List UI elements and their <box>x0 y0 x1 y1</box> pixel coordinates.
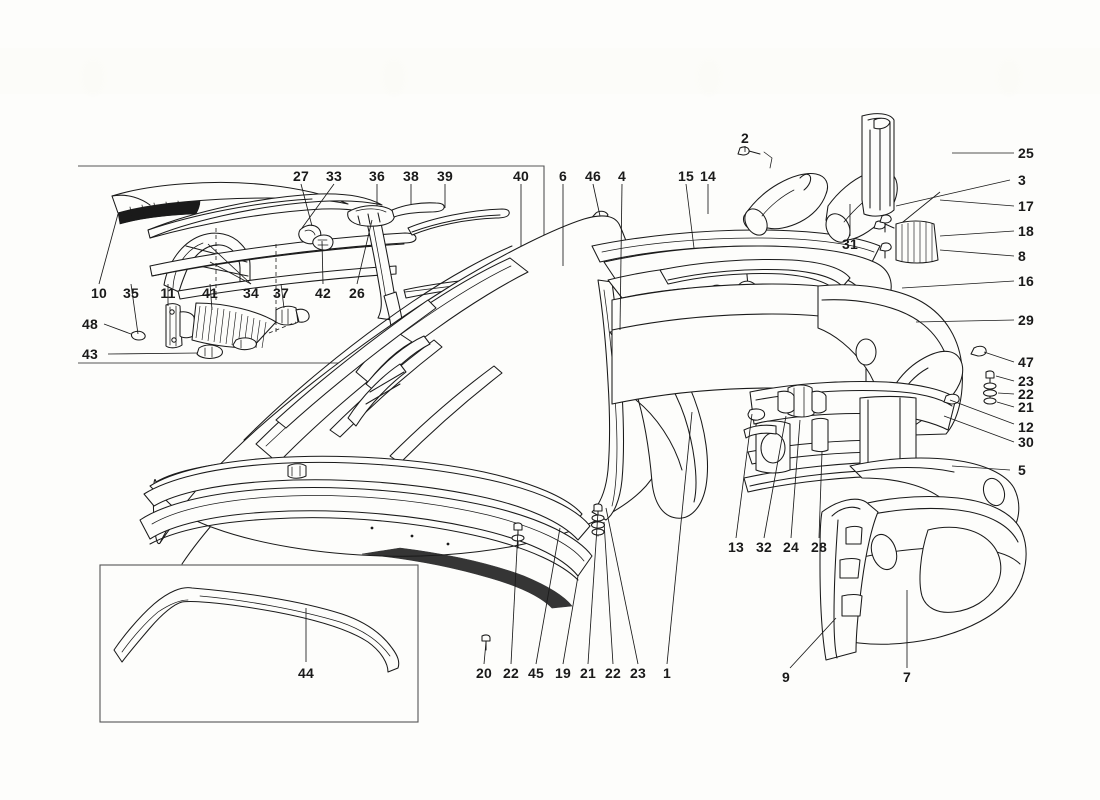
callout-13: 13 <box>728 539 744 555</box>
callout-23: 23 <box>1018 373 1034 389</box>
callout-14: 14 <box>700 168 716 184</box>
callout-2: 2 <box>741 130 749 146</box>
callout-5: 5 <box>1018 462 1026 478</box>
callout-11: 11 <box>160 285 176 301</box>
callout-37: 37 <box>273 285 289 301</box>
callout-44: 44 <box>298 665 314 681</box>
right-margin-leaders <box>895 152 1015 471</box>
callout-35: 35 <box>123 285 139 301</box>
bottom-right-leaders <box>789 590 908 669</box>
callout-23-b: 23 <box>630 665 646 681</box>
fastener-group <box>481 345 1015 665</box>
callout-18: 18 <box>1018 223 1034 239</box>
callout-22: 22 <box>1018 386 1034 402</box>
callout-45: 45 <box>528 665 544 681</box>
callout-29: 29 <box>1018 312 1034 328</box>
callout-42: 42 <box>315 285 331 301</box>
callout-17: 17 <box>1018 198 1034 214</box>
callout-43: 43 <box>82 346 98 362</box>
callout-22-b: 22 <box>503 665 519 681</box>
rear-body-shell <box>591 229 1027 661</box>
callout-7: 7 <box>903 669 911 685</box>
callout-21-b: 21 <box>580 665 596 681</box>
callout-40: 40 <box>513 168 529 184</box>
callout-38: 38 <box>403 168 419 184</box>
callout-34: 34 <box>243 285 259 301</box>
callout-16: 16 <box>1018 273 1034 289</box>
callout-3: 3 <box>1018 172 1026 188</box>
callout-12: 12 <box>1018 419 1034 435</box>
callout-30: 30 <box>1018 434 1034 450</box>
callout-41: 41 <box>202 285 218 301</box>
windshield-trim-inset <box>113 587 400 673</box>
callout-46: 46 <box>585 168 601 184</box>
callout-15: 15 <box>678 168 694 184</box>
callout-48: 48 <box>82 316 98 332</box>
lower-inset-frame <box>99 564 419 723</box>
callout-22-c: 22 <box>605 665 621 681</box>
callout-39: 39 <box>437 168 453 184</box>
callout-28: 28 <box>811 539 827 555</box>
callout-6: 6 <box>559 168 567 184</box>
callout-20: 20 <box>476 665 492 681</box>
callout-21: 21 <box>1018 399 1034 415</box>
callout-31: 31 <box>842 236 858 252</box>
callout-1: 1 <box>663 665 671 681</box>
callout-27: 27 <box>293 168 309 184</box>
callout-19: 19 <box>555 665 571 681</box>
callout-10: 10 <box>91 285 107 301</box>
top-center-leaders <box>562 183 709 331</box>
callout-24: 24 <box>783 539 799 555</box>
callout-33: 33 <box>326 168 342 184</box>
callout-9: 9 <box>782 669 790 685</box>
callout-32: 32 <box>756 539 772 555</box>
callout-25: 25 <box>1018 145 1034 161</box>
callout-47: 47 <box>1018 354 1034 370</box>
soft-top-assembly-group <box>98 181 525 359</box>
callout-4: 4 <box>618 168 626 184</box>
callout-8: 8 <box>1018 248 1026 264</box>
air-duct-group <box>737 113 941 243</box>
callout-36: 36 <box>369 168 385 184</box>
side-vent-group <box>879 214 939 264</box>
callout-26: 26 <box>349 285 365 301</box>
door-hardware-group <box>735 384 1015 539</box>
